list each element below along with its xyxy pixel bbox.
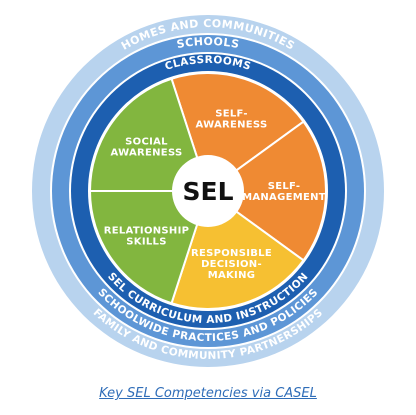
caption-link[interactable]: Key SEL Competencies via CASEL — [99, 386, 317, 401]
wedge-label-self-management: SELF-MANAGEMENT — [242, 181, 326, 203]
wedge-social-awareness — [88, 77, 210, 192]
center-label: SEL — [182, 177, 233, 206]
svg-text:SCHOOLS: SCHOOLS — [176, 35, 241, 51]
wedge-relationship-skills — [88, 190, 210, 305]
wedge-self-management — [206, 120, 327, 262]
sel-wheel-diagram: SELF-AWARENESS SELF-MANAGEMENT RESPONSIBLE… — [32, 15, 384, 367]
center-hub — [172, 155, 244, 227]
ring-label-schools: SCHOOLS — [176, 35, 241, 51]
wedge-label-self-awareness: SELF-AWARENESS — [195, 109, 267, 131]
